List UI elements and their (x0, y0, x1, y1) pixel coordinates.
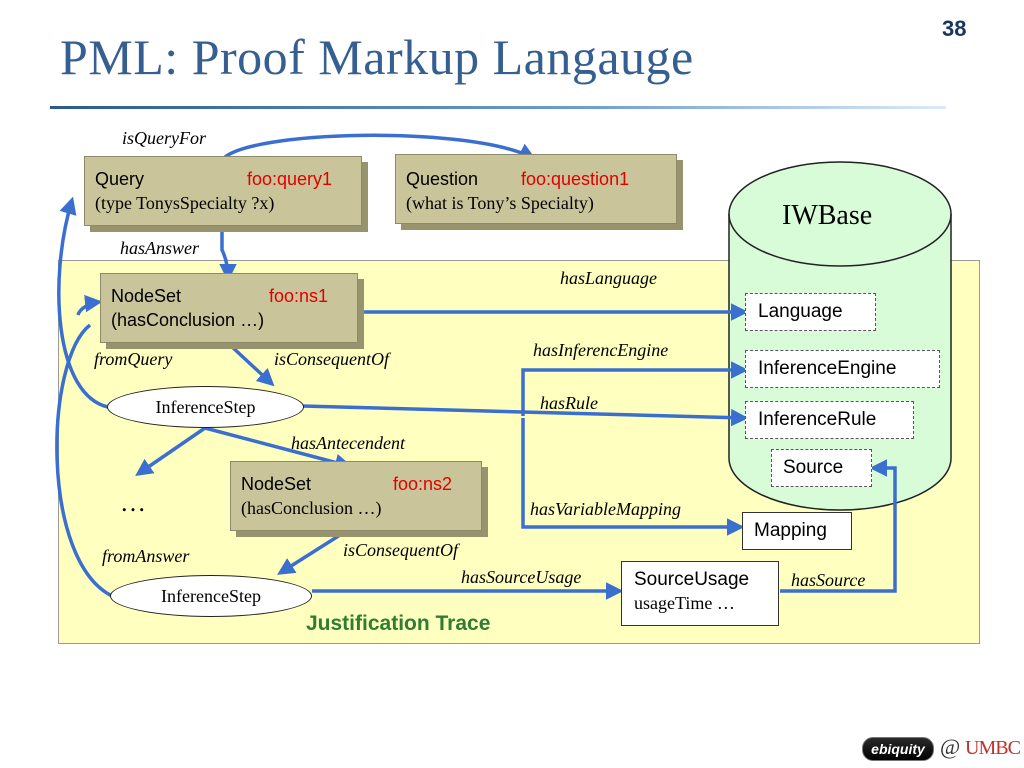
source-usage-detail: usageTime … (634, 593, 735, 613)
label-has-antecedent: hasAntecendent (291, 433, 405, 453)
query-label: Query (95, 169, 145, 189)
nodeset-2-detail: (hasConclusion …) (241, 498, 382, 518)
query-box: Query foo:query1 (type TonysSpecialty ?x) (84, 156, 362, 226)
mapping-box: Mapping (742, 512, 852, 550)
more-antecedents-ellipsis: … (120, 488, 146, 517)
iwbase-label: IWBase (782, 200, 873, 231)
inference-step-1: InferenceStep (107, 386, 304, 428)
nodeset-2-label: NodeSet (241, 474, 312, 494)
nodeset-1-label: NodeSet (111, 286, 182, 306)
question-label: Question (406, 169, 479, 189)
label-has-answer: hasAnswer (120, 238, 200, 258)
question-box: Question foo:question1 (what is Tony’s Sp… (395, 154, 677, 224)
umbc-logo: UMBC (965, 737, 1021, 759)
inference-rule-box: InferenceRule (745, 401, 914, 439)
at-symbol: @ (940, 734, 961, 759)
slide-number: 38 (942, 16, 967, 41)
nodeset-1-box: NodeSet foo:ns1 (hasConclusion …) (100, 273, 358, 343)
label-has-language: hasLanguage (560, 268, 658, 288)
query-detail: (type TonysSpecialty ?x) (95, 193, 275, 213)
label-is-consequent-of-2: isConsequentOf (343, 540, 458, 560)
question-detail: (what is Tony’s Specialty) (406, 193, 594, 213)
ebiquity-logo: ebiquity (862, 737, 934, 761)
source-usage-box: SourceUsage usageTime … (621, 561, 779, 626)
ebiquity-logo-text: ebiquity (871, 741, 925, 757)
justification-trace-label: Justification Trace (306, 612, 491, 635)
label-has-variable-mapping: hasVariableMapping (530, 499, 681, 519)
label-has-inference-engine: hasInferencEngine (533, 340, 669, 360)
language-box: Language (745, 293, 876, 331)
nodeset-1-id: foo:ns1 (269, 286, 329, 306)
label-has-source: hasSource (791, 570, 866, 590)
label-has-rule: hasRule (540, 393, 598, 413)
nodeset-2-box: NodeSet foo:ns2 (hasConclusion …) (230, 461, 482, 531)
label-is-query-for: isQueryFor (122, 128, 206, 148)
query-id: foo:query1 (247, 169, 333, 189)
source-box: Source (771, 449, 872, 487)
slide-title: PML: Proof Markup Langauge (60, 29, 694, 85)
source-usage-label: SourceUsage (634, 569, 750, 590)
question-id: foo:question1 (521, 169, 630, 189)
nodeset-1-detail: (hasConclusion …) (111, 310, 265, 330)
label-has-source-usage: hasSourceUsage (461, 567, 582, 587)
inference-engine-box: InferenceEngine (745, 350, 940, 388)
label-from-answer: fromAnswer (102, 546, 190, 566)
label-from-query: fromQuery (94, 349, 173, 369)
nodeset-2-id: foo:ns2 (393, 474, 453, 494)
inference-step-2: InferenceStep (110, 575, 312, 617)
label-is-consequent-of-1: isConsequentOf (274, 349, 389, 369)
title-underline (50, 106, 946, 109)
